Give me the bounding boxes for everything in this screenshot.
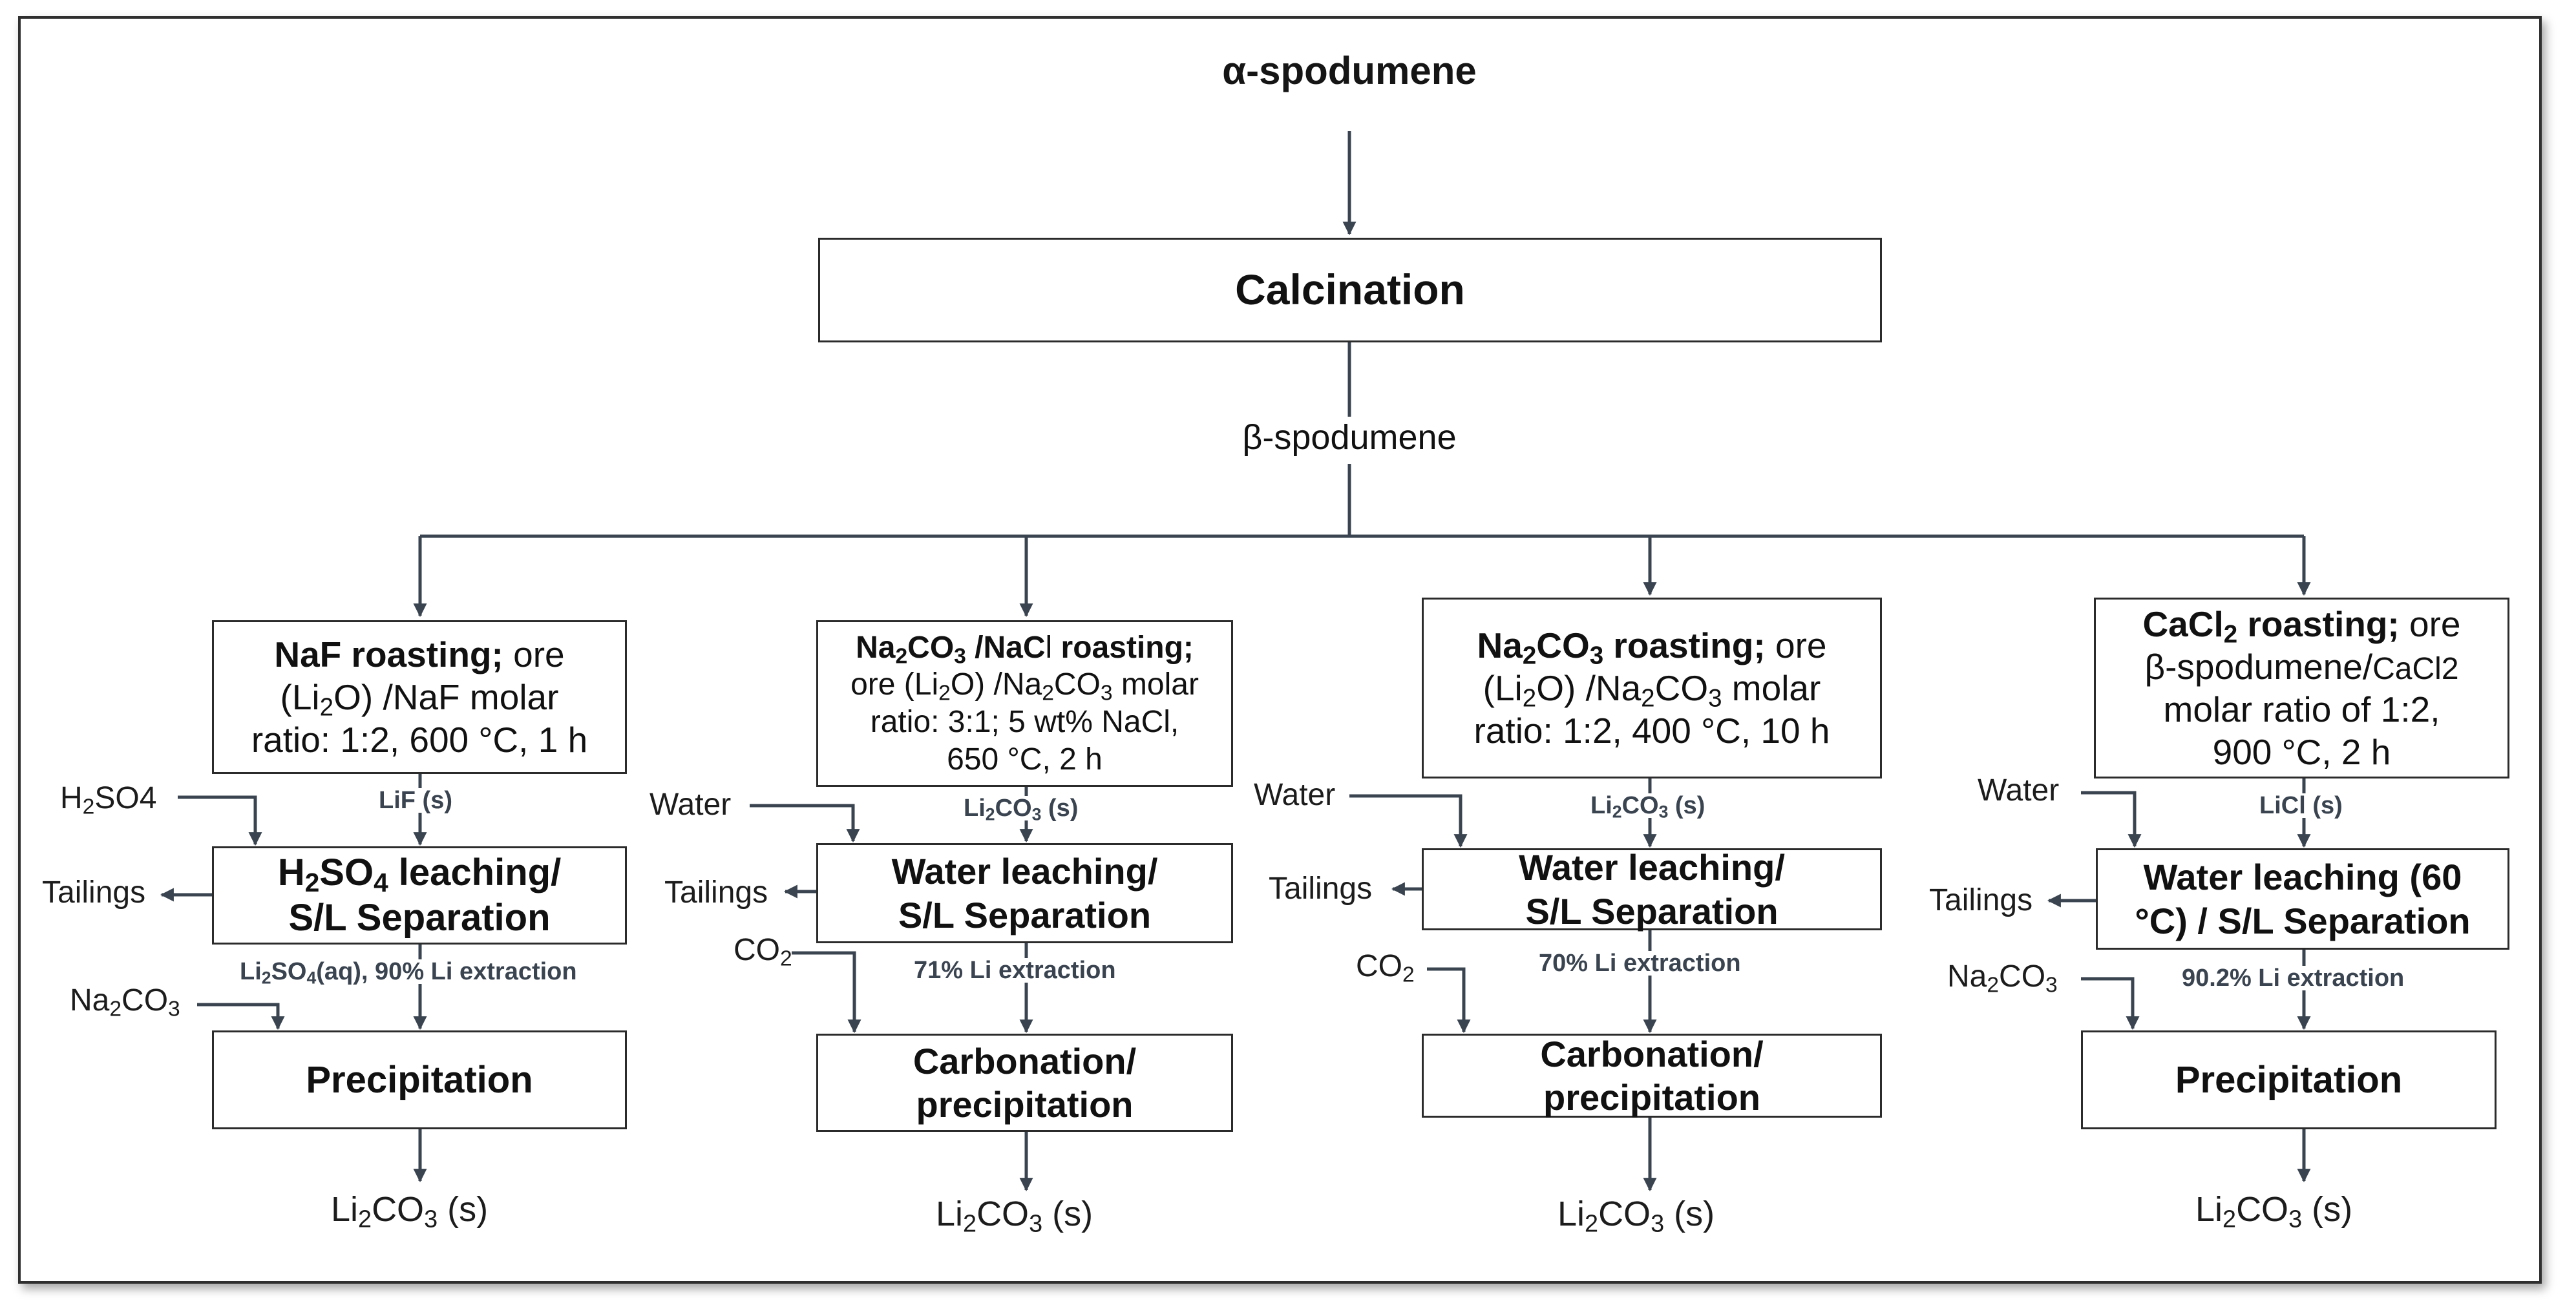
r1-reagent-arrow [178, 795, 262, 846]
r3-roast-text: Na2CO3 roasting; ore(Li2O) /Na2CO3 molar… [1473, 625, 1830, 751]
r4-reagent-arrow [2081, 791, 2142, 848]
r2-product: Li2CO3 (s) [936, 1195, 1093, 1238]
r1-precip-reagent: Na2CO3 [70, 983, 180, 1021]
r4-tailings: Tailings [1929, 883, 2033, 917]
r3-product: Li2CO3 (s) [1557, 1195, 1715, 1238]
r3-precip-label: Carbonation/precipitation [1540, 1033, 1764, 1118]
r2-precip-reagent: CO2 [734, 933, 792, 971]
r3-leach-reagent: Water [1254, 778, 1336, 812]
r2-roast-text: Na2CO3 /NaCl roasting;ore (Li2O) /Na2CO3… [850, 630, 1199, 777]
calcination-label: Calcination [1235, 266, 1465, 314]
r4-leach-output: 90.2% Li extraction [2178, 966, 2409, 990]
r2-precip-label: Carbonation/precipitation [913, 1040, 1137, 1125]
r4-product: Li2CO3 (s) [2195, 1190, 2353, 1233]
r1-leach-reagent: H2SO4 [60, 781, 157, 819]
r2-reagent-arrow [750, 804, 860, 843]
r1-precip-label: Precipitation [306, 1058, 533, 1101]
r4-roast-product: LiCl (s) [2255, 793, 2347, 818]
r2-leach-box: Water leaching/S/L Separation [816, 843, 1233, 943]
r1-tailings: Tailings [42, 875, 146, 910]
r4-leach-label: Water leaching (60°C) / S/L Separation [2135, 857, 2471, 941]
r3-roast-product: Li2CO3 (s) [1587, 793, 1709, 820]
r4-precip-label: Precipitation [2175, 1058, 2403, 1101]
r4-precip-box: Precipitation [2081, 1030, 2497, 1129]
r1-precip-box: Precipitation [212, 1030, 627, 1129]
r2-leach-reagent: Water [649, 788, 732, 822]
r1-leach-output: Li2SO4(aq), 90% Li extraction [236, 959, 581, 987]
r4-precip-reagent-arrow [2081, 977, 2140, 1030]
calcination-box: Calcination [818, 238, 1882, 342]
r2-precip-reagent-arrow [792, 951, 861, 1034]
r3-leach-box: Water leaching/S/L Separation [1422, 847, 1882, 932]
intermediate-node: β-spodumene [1156, 420, 1543, 455]
r1-leach-box: H2SO4 leaching/S/L Separation [212, 846, 627, 945]
r3-precip-box: Carbonation/precipitation [1422, 1034, 1882, 1118]
r2-leach-label: Water leaching/S/L Separation [891, 851, 1158, 935]
r3-reagent-arrow [1349, 794, 1468, 848]
r2-leach-output: 71% Li extraction [910, 958, 1120, 983]
r1-precip-reagent-arrow [197, 1003, 285, 1030]
r1-product: Li2CO3 (s) [331, 1190, 489, 1233]
start-node: α-spodumene [1222, 49, 1477, 92]
r3-tailings: Tailings [1269, 872, 1373, 906]
r2-roast-box: Na2CO3 /NaCl roasting;ore (Li2O) /Na2CO3… [816, 620, 1233, 787]
r3-roast-box: Na2CO3 roasting; ore(Li2O) /Na2CO3 molar… [1422, 598, 1882, 778]
r2-roast-product: Li2CO3 (s) [960, 796, 1082, 823]
r1-leach-label: H2SO4 leaching/S/L Separation [277, 851, 562, 939]
r3-leach-label: Water leaching/S/L Separation [1519, 847, 1785, 932]
r2-precip-box: Carbonation/precipitation [816, 1034, 1233, 1132]
r4-leach-box: Water leaching (60°C) / S/L Separation [2096, 848, 2509, 950]
r4-leach-reagent: Water [1978, 773, 2060, 808]
r1-roast-product: LiF (s) [375, 788, 456, 813]
r4-precip-reagent: Na2CO3 [1947, 959, 2058, 997]
r3-precip-reagent: CO2 [1356, 949, 1415, 987]
r3-leach-output: 70% Li extraction [1535, 951, 1745, 976]
r3-precip-reagent-arrow [1427, 967, 1471, 1034]
r2-tailings: Tailings [664, 875, 768, 910]
